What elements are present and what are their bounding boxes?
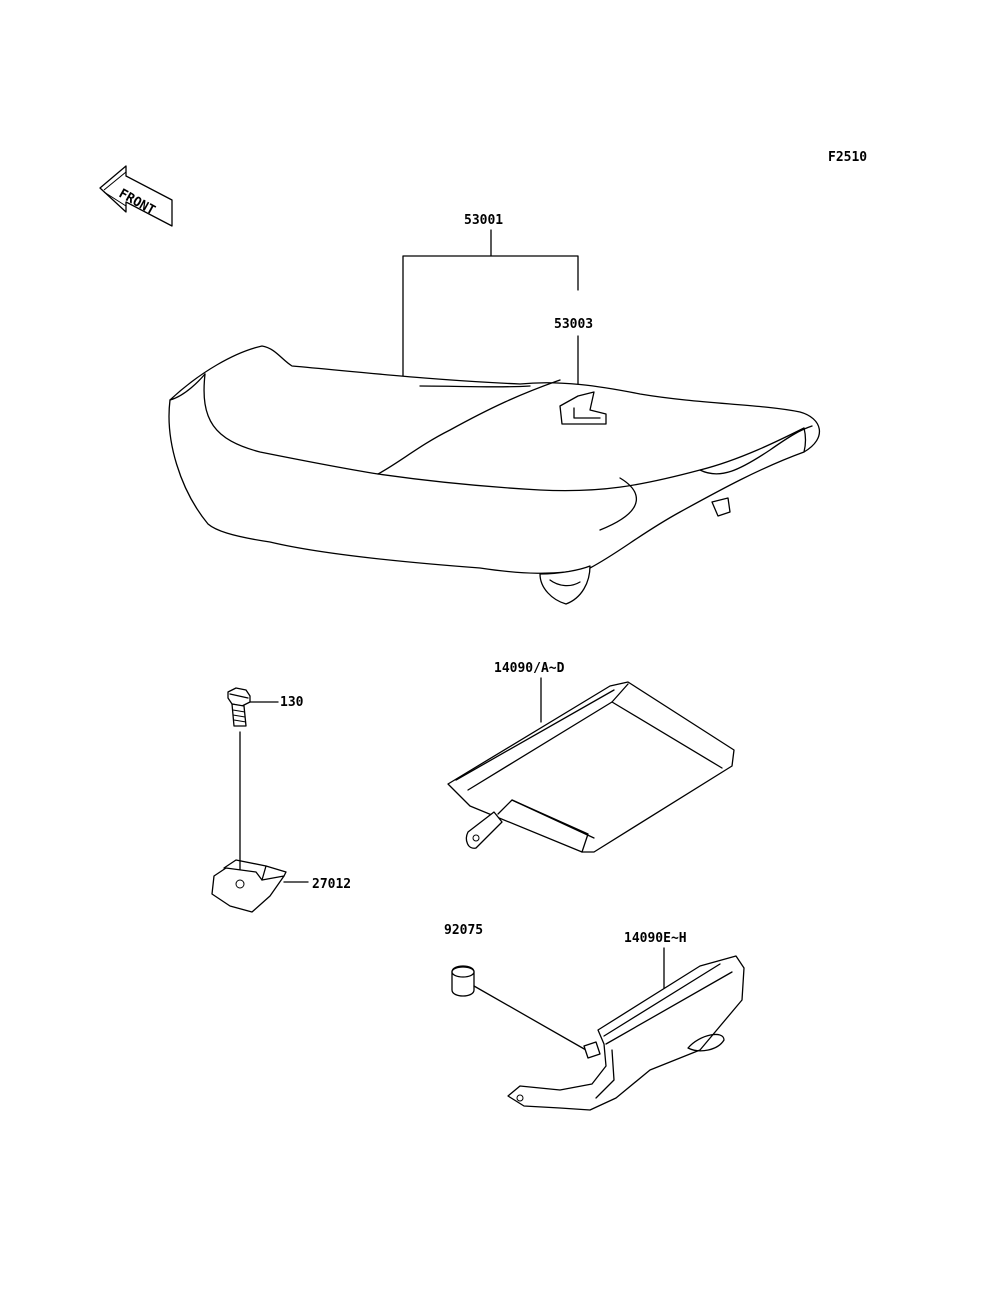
part-label-130: 130	[280, 695, 304, 710]
figure-code: F2510	[828, 150, 867, 165]
seat-cover-drawing	[447, 681, 735, 853]
bolt-drawing	[227, 687, 279, 727]
damper-drawing	[451, 965, 587, 1051]
part-label-27012: 27012	[312, 877, 351, 892]
front-direction-arrow-icon: FRONT	[99, 165, 173, 227]
part-label-14090-a-d: 14090/A~D	[494, 661, 565, 676]
nut-drawing	[211, 859, 309, 913]
part-label-53003: 53003	[554, 317, 593, 332]
side-cover-drawing	[507, 955, 745, 1111]
leader-53001	[402, 229, 579, 383]
seat-drawing	[168, 345, 821, 605]
part-label-53001: 53001	[464, 213, 503, 228]
part-label-92075: 92075	[444, 923, 483, 938]
part-label-14090-e-h: 14090E~H	[624, 931, 687, 946]
